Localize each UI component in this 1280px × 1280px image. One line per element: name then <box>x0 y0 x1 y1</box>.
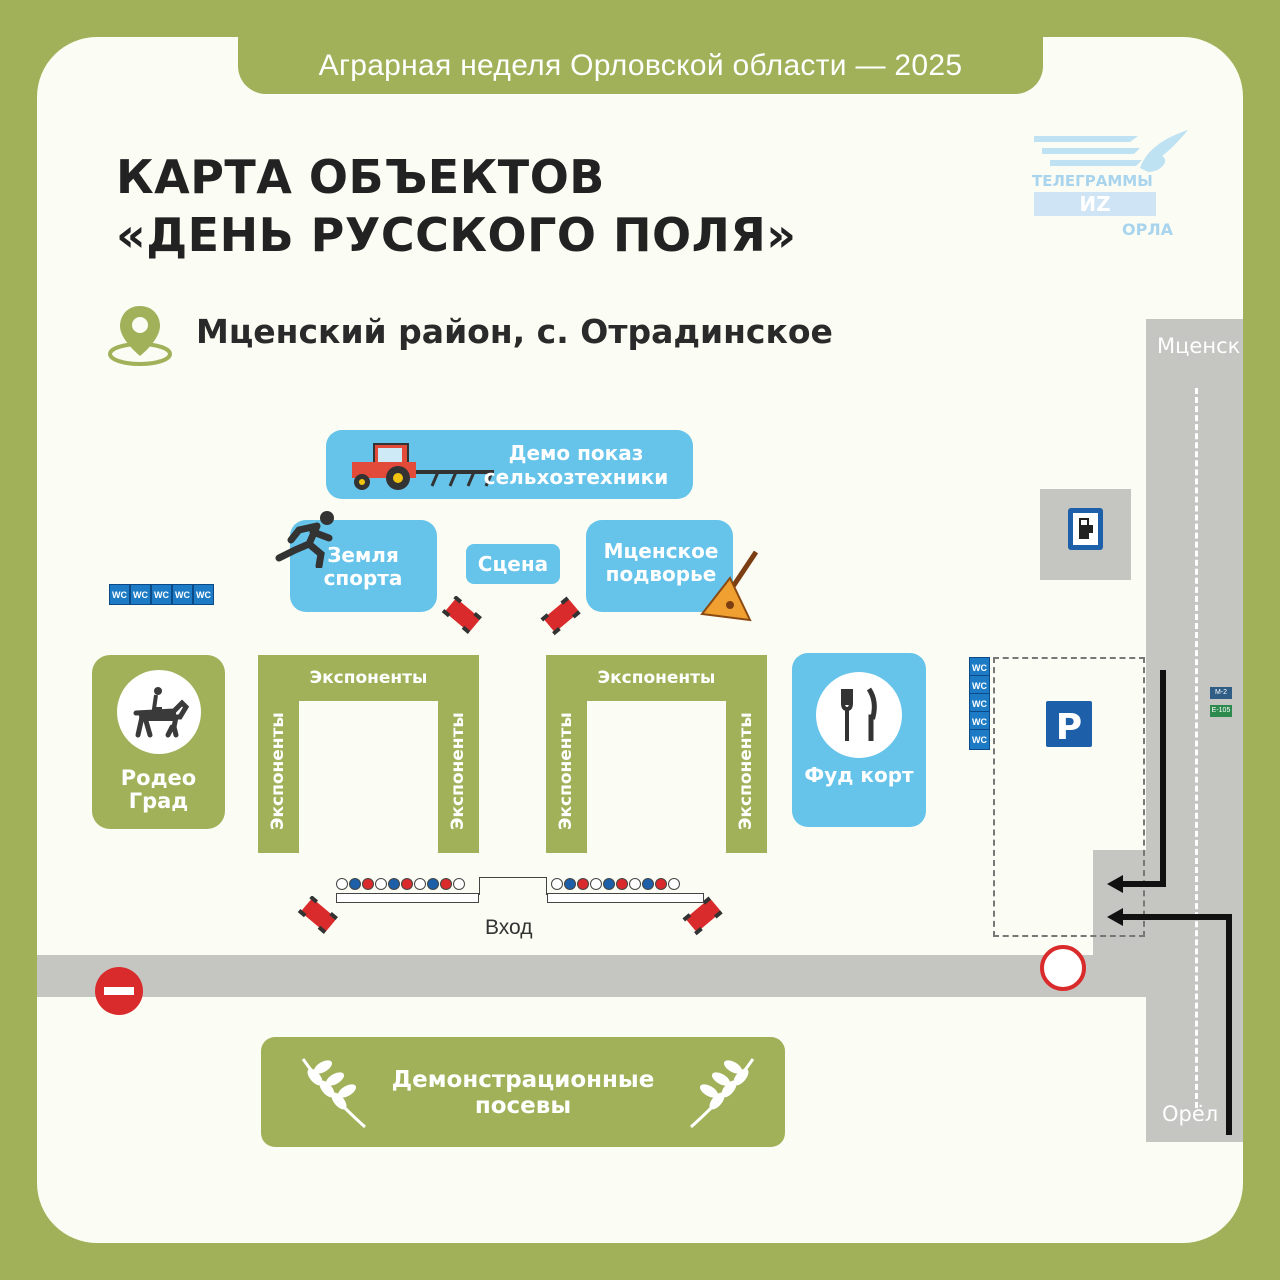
logo-line-2: ИZ <box>1034 192 1156 216</box>
fork-knife-icon <box>816 672 902 758</box>
flag-dot <box>655 878 667 890</box>
gate-left-dots <box>336 877 479 891</box>
logo-line-1: ТЕЛЕГРАММЫ <box>1032 172 1153 190</box>
flag-dot <box>414 878 426 890</box>
flag-dot <box>564 878 576 890</box>
entrance-label: Вход <box>485 916 533 939</box>
arrow-icon <box>1107 670 1232 1135</box>
exhibitors-label: Экспоненты <box>556 712 576 830</box>
flag-dot <box>375 878 387 890</box>
exhibitors-right-2: Экспоненты <box>726 700 767 853</box>
road-marking <box>1195 388 1198 1108</box>
logo: ТЕЛЕГРАММЫ ИZ ОРЛА <box>1030 128 1190 240</box>
tractor-icon <box>352 443 494 490</box>
exhibitors-left-2: Экспоненты <box>546 700 587 853</box>
zone-podvorye: Мценское подворье <box>586 520 733 612</box>
flag-dot <box>440 878 452 890</box>
gate-right-dots <box>551 877 694 891</box>
sport-label: Земля спорта <box>323 543 403 590</box>
wheat-icon <box>301 1058 367 1129</box>
fuel-station-icon <box>1068 508 1103 550</box>
badge-e105: E-105 <box>1210 705 1232 717</box>
no-vehicles-sign <box>1040 945 1086 991</box>
exhibitors-right-1: Экспоненты <box>438 700 479 853</box>
flag-dot <box>668 878 680 890</box>
flag-dot <box>427 878 439 890</box>
location-pin-icon <box>108 306 172 366</box>
flag-dot <box>577 878 589 890</box>
wc-icon: WC <box>130 584 151 605</box>
eagle-wing-icon <box>1034 130 1188 172</box>
flag-dot <box>349 878 361 890</box>
gate-left-barrier <box>336 893 479 903</box>
red-car-icon <box>540 596 581 636</box>
wc-icon: WC <box>969 693 990 714</box>
flag-dot <box>616 878 628 890</box>
exhibitors-label: Экспоненты <box>448 712 468 830</box>
red-car-icon <box>441 596 482 634</box>
flag-dot <box>642 878 654 890</box>
title-line-2: «ДЕНЬ РУССКОГО ПОЛЯ» <box>116 208 797 262</box>
flag-dot <box>629 878 641 890</box>
wc-icon: WC <box>109 584 130 605</box>
horse-rider-icon <box>117 670 201 754</box>
badge-m2: M-2 <box>1210 687 1232 699</box>
exhibitors-label: Экспоненты <box>736 712 756 830</box>
exhibitors-left-1: Экспоненты <box>258 700 299 853</box>
parking-area <box>993 657 1145 937</box>
flag-dot <box>551 878 563 890</box>
flag-dot <box>603 878 615 890</box>
podvorye-label: Мценское подворье <box>603 539 719 586</box>
parking-icon: P <box>1046 701 1092 747</box>
wc-icon: WC <box>969 729 990 750</box>
exhibitors-label: Экспоненты <box>268 712 288 830</box>
flag-dot <box>590 878 602 890</box>
page-title: КАРТА ОБЪЕКТОВ «ДЕНЬ РУССКОГО ПОЛЯ» <box>116 148 796 264</box>
zone-rodeo: Родео Град <box>92 655 225 829</box>
wheat-icon <box>689 1058 755 1129</box>
logo-line-3: ОРЛА <box>1122 220 1173 239</box>
road-label-south: Орёл <box>1162 1102 1219 1126</box>
rodeo-label: Родео Град <box>120 766 197 813</box>
red-car-icon <box>297 896 338 934</box>
exhibitors-top-2: Экспоненты <box>546 655 767 701</box>
sowing-label: Демонстрационные посевы <box>391 1067 655 1119</box>
wc-icon: WC <box>151 584 172 605</box>
title-line-1: КАРТА ОБЪЕКТОВ <box>116 150 605 204</box>
runner-icon <box>275 511 334 568</box>
address: Мценский район, с. Отрадинское <box>196 312 833 351</box>
fuel-station <box>1040 489 1131 580</box>
zone-sport: Земля спорта <box>290 520 437 612</box>
red-car-icon <box>682 896 723 936</box>
wc-icon: WC <box>193 584 214 605</box>
flag-dot <box>336 878 348 890</box>
exhibitors-top-1: Экспоненты <box>258 655 479 701</box>
no-entry-sign <box>95 967 143 1015</box>
zone-food-court: Фуд корт <box>792 653 926 827</box>
gate-arch <box>479 877 547 895</box>
food-court-label: Фуд корт <box>804 763 914 787</box>
event-banner: Аграрная неделя Орловской области — 2025 <box>238 37 1043 94</box>
road-label-north: Мценск <box>1157 334 1241 358</box>
flag-dot <box>453 878 465 890</box>
zone-demo-show: Демо показ сельхозтехники <box>326 430 693 499</box>
wc-icon: WC <box>172 584 193 605</box>
flag-dot <box>401 878 413 890</box>
balalaika-icon <box>700 550 759 622</box>
main-road <box>37 955 1147 997</box>
flag-dot <box>388 878 400 890</box>
wc-icon: WC <box>969 657 990 678</box>
svg-text:P: P <box>1056 707 1082 747</box>
demo-show-label: Демо показ сельхозтехники <box>483 441 669 489</box>
zone-sowing: Демонстрационные посевы <box>261 1037 785 1147</box>
flag-dot <box>362 878 374 890</box>
zone-stage: Сцена <box>466 544 560 584</box>
gate-right-barrier <box>547 893 704 903</box>
